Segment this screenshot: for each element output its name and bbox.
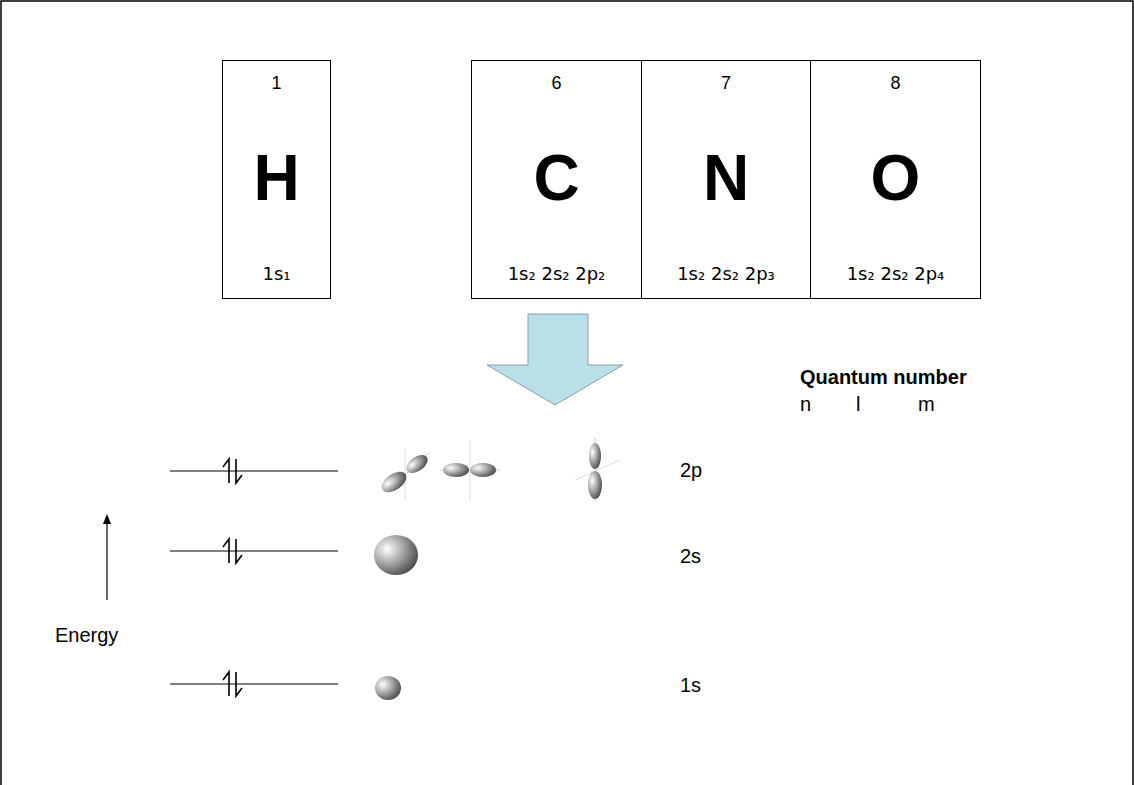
element-box: 8O 1s₂ 2s₂ 2p₄ bbox=[810, 60, 981, 299]
orbital-label: 1s bbox=[680, 674, 701, 697]
spin-pairs bbox=[223, 459, 242, 696]
element-symbol: N bbox=[703, 142, 749, 214]
element-symbol: C bbox=[533, 142, 579, 214]
atomic-number: 6 bbox=[551, 73, 561, 93]
atomic-number: 8 bbox=[890, 73, 900, 93]
electron-configuration: 1s₂ 2s₂ 2p₄ bbox=[847, 263, 945, 284]
element-box: 6C 1s₂ 2s₂ 2p₂ bbox=[471, 60, 642, 299]
s-orbital bbox=[374, 535, 418, 575]
electron-configuration: 1s₂ 2s₂ 2p₃ bbox=[677, 263, 775, 284]
atomic-number: 1 bbox=[271, 73, 281, 93]
heading: Quantum number bbox=[800, 366, 967, 389]
down-arrow bbox=[487, 314, 623, 405]
electron-configuration: 1s₁ bbox=[262, 263, 290, 284]
element-box: 7N 1s₂ 2s₂ 2p₃ bbox=[641, 60, 811, 299]
quantum-symbol: l bbox=[856, 393, 860, 416]
axis-label: Energy bbox=[55, 624, 118, 647]
s-orbital bbox=[375, 676, 401, 700]
electron-configuration: 1s₂ 2s₂ 2p₂ bbox=[508, 263, 606, 284]
energy-axis bbox=[103, 514, 111, 600]
energy-levels bbox=[170, 471, 338, 684]
orbital-label: 2p bbox=[680, 459, 702, 482]
element-symbol: H bbox=[253, 142, 299, 214]
p-orbital bbox=[575, 438, 620, 502]
quantum-symbol: m bbox=[918, 393, 935, 416]
quantum-symbol: n bbox=[800, 393, 811, 416]
element-box: 1H 1s₁ bbox=[222, 60, 331, 299]
element-symbol: O bbox=[871, 142, 921, 214]
p-orbital bbox=[378, 448, 431, 500]
p-orbital bbox=[440, 440, 500, 500]
atomic-number: 7 bbox=[721, 73, 731, 93]
orbital-label: 2s bbox=[680, 545, 701, 568]
